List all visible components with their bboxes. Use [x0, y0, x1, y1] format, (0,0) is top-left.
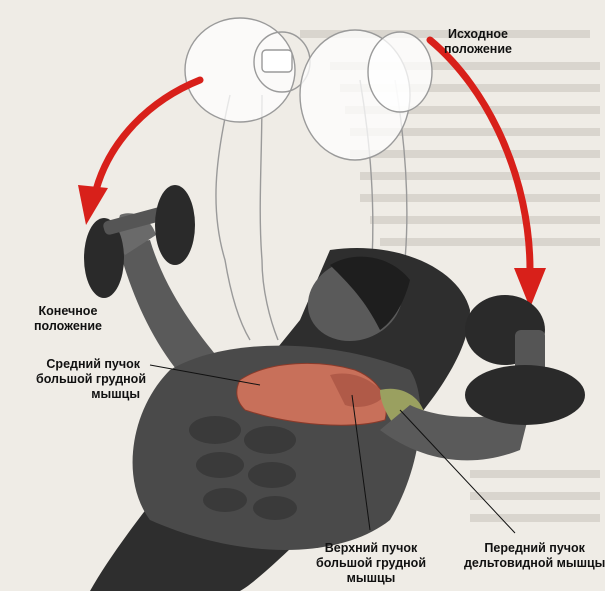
- head: [307, 256, 410, 342]
- label-upper-pec-line2: большой грудной: [316, 556, 427, 570]
- start-position-outline: [184, 17, 433, 341]
- label-upper-pec: Верхний пучок большой грудной мышцы: [316, 541, 426, 586]
- label-upper-pec-line3: мышцы: [346, 571, 396, 585]
- arrow-left-head: [78, 185, 108, 225]
- label-upper-pec-line1: Верхний пучок: [324, 541, 418, 555]
- left-dumbbell: [84, 185, 195, 298]
- arrow-left: [92, 76, 204, 194]
- label-start-position-line2: положение: [444, 42, 512, 56]
- leader-middle-pec: [149, 364, 261, 386]
- label-end-position-line2: положение: [34, 319, 102, 333]
- label-front-delt-line1: Передний пучок: [484, 541, 585, 555]
- label-end-position-line1: Конечное: [38, 304, 98, 318]
- leader-front-delt: [399, 409, 516, 534]
- label-middle-pec-line1: Средний пучок: [46, 357, 140, 371]
- arrow-right-head: [514, 268, 546, 308]
- leader-upper-pec: [351, 394, 371, 531]
- label-start-position-line1: Исходное: [448, 27, 508, 41]
- muscles: [236, 362, 425, 426]
- leader-lines: [149, 364, 516, 534]
- label-front-delt: Передний пучок дельтовидной мышцы: [464, 541, 605, 571]
- label-middle-pec-line2: большой грудной: [36, 372, 147, 386]
- arrow-right: [426, 36, 534, 274]
- label-end-position: Конечное положение: [34, 304, 102, 334]
- label-start-position: Исходное положение: [444, 27, 512, 57]
- label-middle-pec-line3: мышцы: [91, 387, 140, 401]
- right-dumbbell: [465, 295, 585, 425]
- label-front-delt-line2: дельтовидной мышцы: [464, 556, 605, 570]
- label-middle-pec: Средний пучок большой грудной мышцы: [36, 357, 147, 402]
- motion-arrows: [78, 36, 546, 308]
- upper-pec-muscle: [330, 373, 385, 407]
